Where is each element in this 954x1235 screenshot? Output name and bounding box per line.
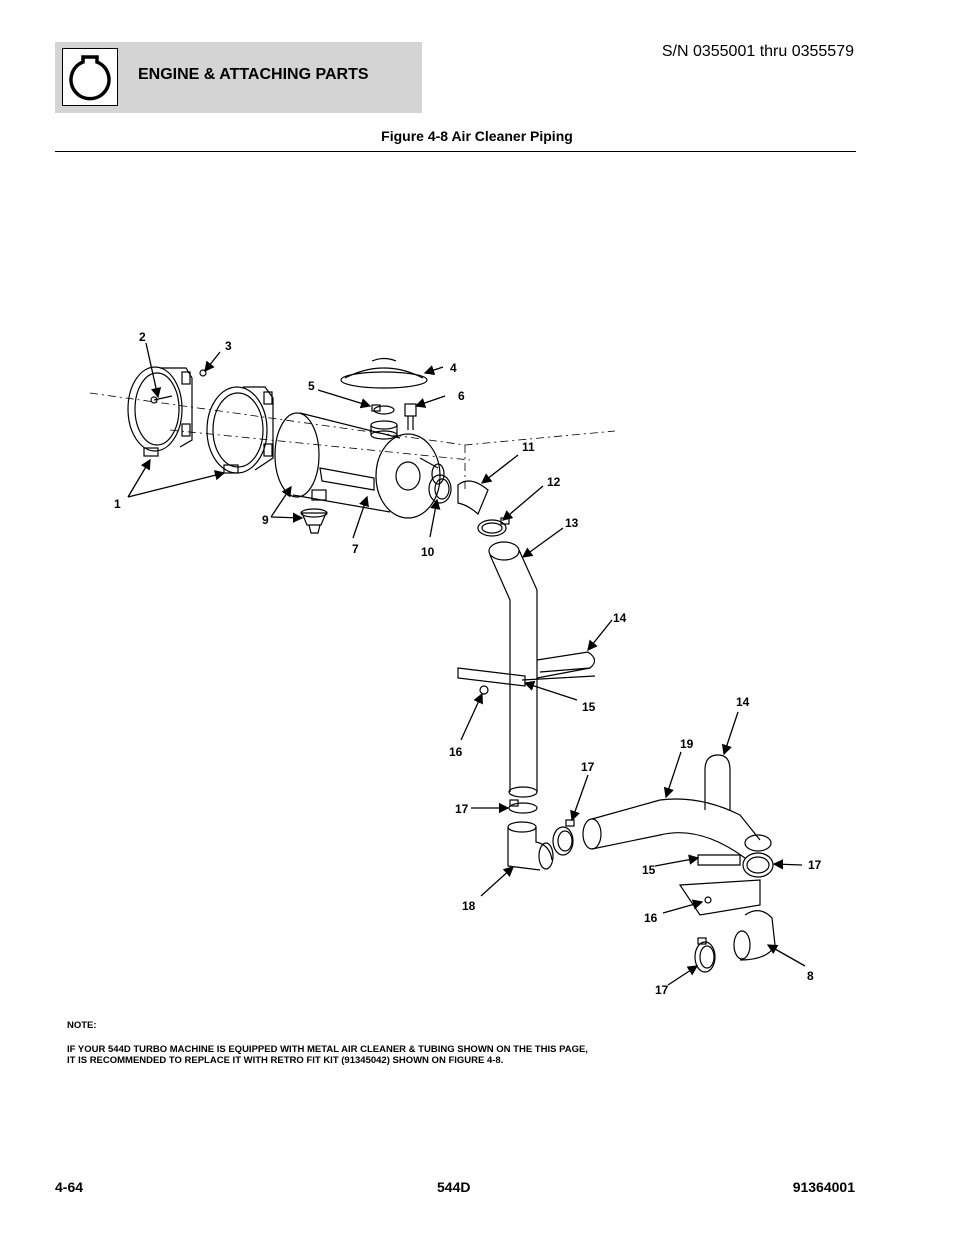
- callout-15-lower: 15: [642, 863, 656, 877]
- callout-12: 12: [547, 475, 561, 489]
- figure-title: Figure 4-8 Air Cleaner Piping: [381, 128, 573, 144]
- note-label: NOTE:: [67, 1020, 97, 1031]
- callout-16-upper: 16: [449, 745, 463, 759]
- callout-4: 4: [450, 361, 457, 375]
- callout-19: 19: [680, 737, 694, 751]
- callout-15-upper: 15: [582, 700, 596, 714]
- header-divider: [55, 151, 856, 152]
- callout-1: 1: [114, 497, 121, 511]
- callout-17-c: 17: [808, 858, 822, 872]
- model-name: 544D: [437, 1179, 471, 1195]
- callout-8: 8: [807, 969, 814, 983]
- note-line-2: IT IS RECOMMENDED TO REPLACE IT WITH RET…: [67, 1055, 504, 1066]
- serial-range: S/N 0355001 thru 0355579: [661, 43, 854, 60]
- callout-14-lower: 14: [736, 695, 750, 709]
- callout-7: 7: [352, 542, 359, 556]
- callout-2: 2: [139, 330, 146, 344]
- page-number: 4-64: [55, 1179, 84, 1195]
- note-line-1: IF YOUR 544D TURBO MACHINE IS EQUIPPED W…: [67, 1044, 588, 1055]
- callout-17-b: 17: [581, 760, 595, 774]
- callout-16-lower: 16: [644, 911, 658, 925]
- callout-18: 18: [462, 899, 476, 913]
- callout-3: 3: [225, 339, 232, 353]
- callout-10: 10: [421, 545, 435, 559]
- callout-11: 11: [522, 440, 535, 454]
- callout-14-upper: 14: [613, 611, 627, 625]
- callout-17-a: 17: [455, 802, 469, 816]
- callout-5: 5: [308, 379, 315, 393]
- callout-9: 9: [262, 513, 269, 527]
- engine-icon: [62, 48, 118, 106]
- section-header: ENGINE & ATTACHING PARTS: [55, 42, 422, 113]
- section-title: ENGINE & ATTACHING PARTS: [138, 66, 369, 83]
- manual-number: 91364001: [792, 1179, 855, 1195]
- callout-6: 6: [458, 389, 465, 403]
- callout-17-d: 17: [655, 983, 669, 997]
- callout-13: 13: [565, 516, 579, 530]
